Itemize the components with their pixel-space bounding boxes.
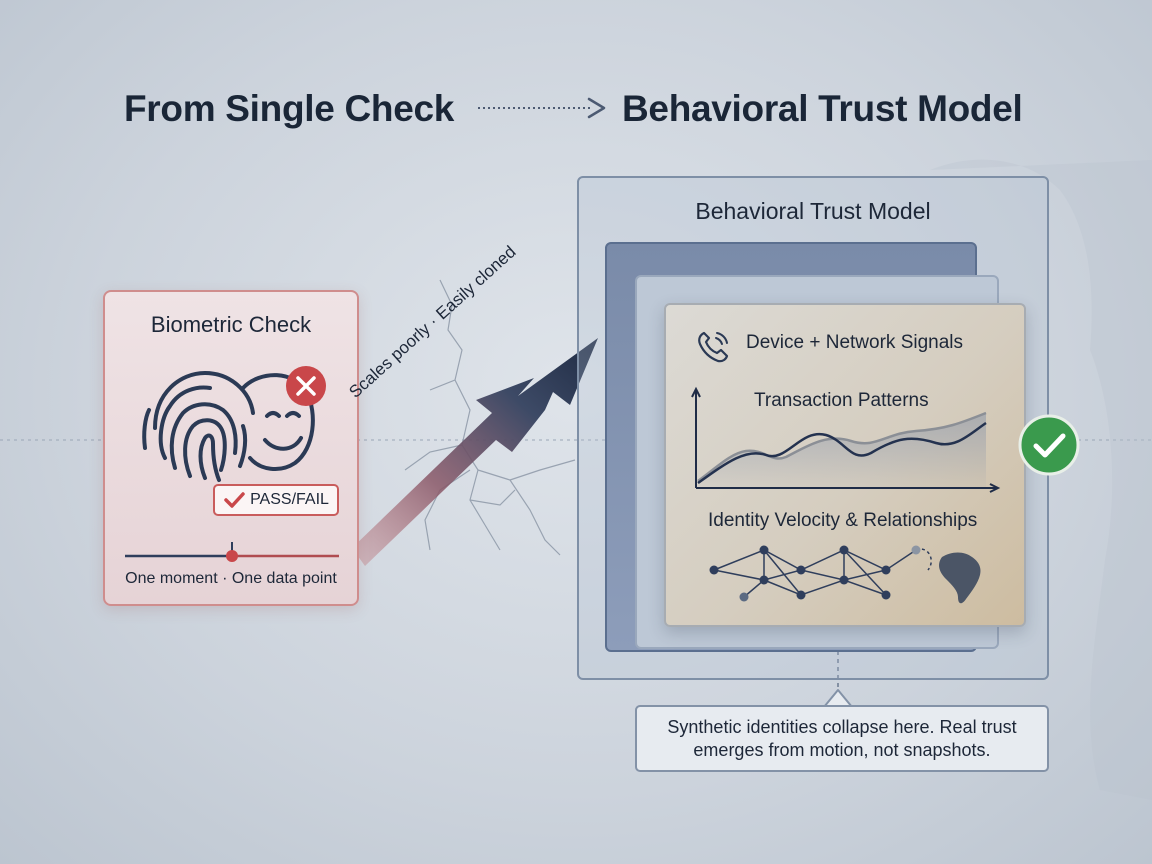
transition-arrow [352, 338, 598, 566]
africa-silhouette [930, 159, 1152, 800]
biometric-illustration [142, 366, 326, 482]
crack-lines [404, 279, 576, 556]
line-chart-icon [691, 386, 1001, 493]
success-check-icon [1018, 414, 1080, 476]
callout-pointer [823, 689, 853, 708]
africa-map-icon [939, 552, 981, 604]
transaction-patterns-label: Transaction Patterns [754, 390, 929, 411]
biometric-caption: One moment · One data point [125, 570, 337, 587]
identity-velocity-label: Identity Velocity & Relationships [708, 510, 978, 531]
fail-x-icon [286, 366, 326, 406]
device-network-label: Device + Network Signals [746, 332, 964, 353]
insight-callout: Synthetic identities collapse here. Real… [635, 705, 1049, 772]
title-behavioral-model: Behavioral Trust Model [622, 88, 1023, 129]
fingerprint-icon [142, 370, 255, 482]
single-moment-timeline [125, 542, 339, 562]
header-arrowhead [587, 97, 606, 119]
biometric-check-card: Biometric Check PASS/FAIL [103, 290, 359, 606]
trust-layer-front: Device + Network Signals Transaction Pat… [664, 303, 1026, 627]
pass-fail-label: PASS/FAIL [250, 491, 329, 508]
checkmark-icon [224, 492, 245, 508]
callout-text: Synthetic identities collapse here. Real… [667, 716, 1017, 760]
pass-fail-badge: PASS/FAIL [213, 484, 339, 516]
face-icon [241, 373, 315, 471]
network-graph-icon [709, 545, 981, 604]
trust-model-title: Behavioral Trust Model [695, 198, 931, 224]
phone-icon [698, 331, 729, 363]
biometric-card-title: Biometric Check [150, 312, 312, 337]
title-single-check: From Single Check [124, 88, 455, 129]
